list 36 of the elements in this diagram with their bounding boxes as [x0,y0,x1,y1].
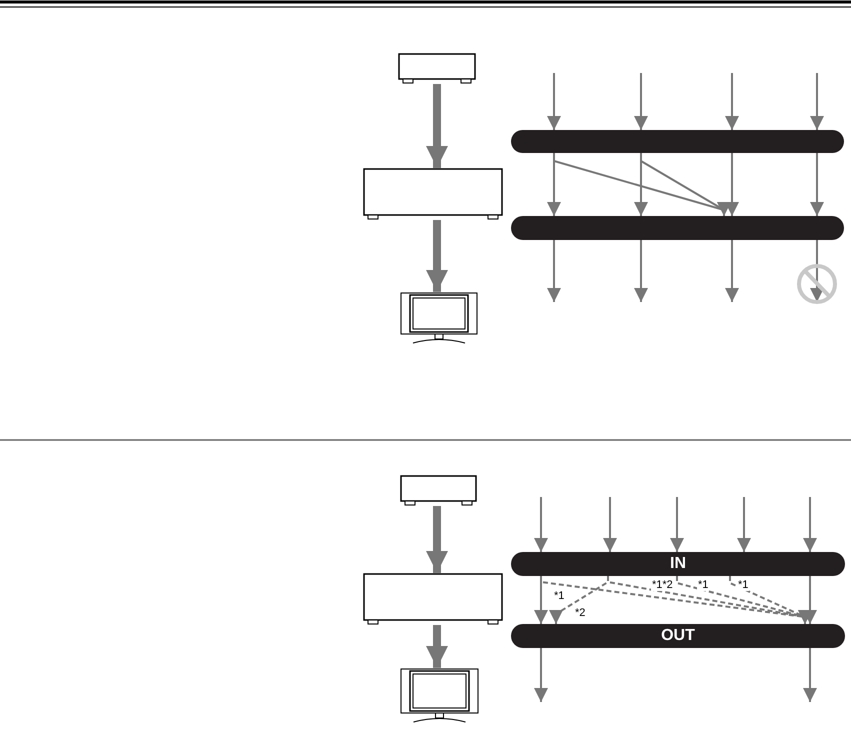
device-drawing [363,573,503,625]
arrow [634,240,648,302]
arrow [534,648,548,702]
edge-label: *2 [574,607,586,619]
arrow [725,240,739,302]
signal-bar [511,130,844,153]
arrow [426,506,448,573]
edge-label: *1 [697,579,710,591]
edge-label: *1 [553,590,566,602]
arrow [803,648,817,702]
arrow [426,625,448,668]
arrow [810,153,824,216]
arrow [670,497,684,552]
arrow [426,84,448,168]
arrow [603,497,617,552]
arrow [803,497,817,552]
arrow [737,497,751,552]
edge-label: *1*2 [651,579,674,591]
device-drawing [398,53,476,84]
signal-bar: IN [511,552,845,576]
arrow [725,153,739,216]
tv-drawing [400,292,478,345]
arrow [534,497,548,552]
signal-bar: OUT [511,624,845,648]
arrow [634,73,648,130]
arrow [725,73,739,130]
device-drawing [400,475,477,506]
arrow [640,153,731,216]
arrow [547,73,561,130]
device-drawing [363,168,503,220]
edge-label: *1 [737,579,750,591]
arrow [426,220,448,292]
signal-bar [511,216,844,240]
arrow [810,73,824,130]
arrow [547,240,561,302]
arrow [810,240,824,302]
